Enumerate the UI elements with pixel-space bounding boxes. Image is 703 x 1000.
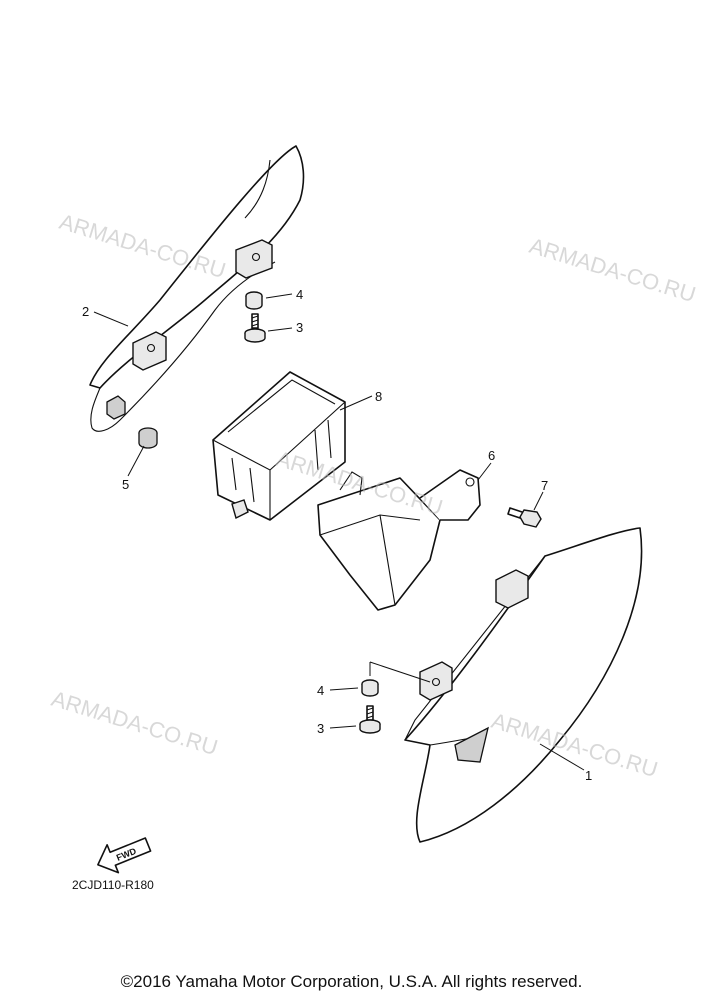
callout-1: 1 xyxy=(585,768,592,783)
part-3-bolt-lower xyxy=(359,705,381,734)
part-4-grommet-lower xyxy=(361,679,379,697)
callout-4-upper: 4 xyxy=(296,287,303,302)
part-4-grommet-upper xyxy=(245,291,263,310)
part-8-box xyxy=(212,371,346,521)
callout-5: 5 xyxy=(122,477,129,492)
leader-lines xyxy=(93,293,585,771)
diagram-code: 2CJD110-R180 xyxy=(72,878,154,892)
callout-6: 6 xyxy=(488,448,495,463)
callout-4-lower: 4 xyxy=(317,683,324,698)
part-3-bolt-upper xyxy=(244,313,266,343)
part-5-damper xyxy=(138,427,158,449)
callout-2: 2 xyxy=(82,304,89,319)
watermark-top-right: ARMADA-CO.RU xyxy=(527,233,699,307)
copyright-notice: ©2016 Yamaha Motor Corporation, U.S.A. A… xyxy=(120,972,583,991)
callout-3-lower: 3 xyxy=(317,721,324,736)
callout-8: 8 xyxy=(375,389,382,404)
callout-3-upper: 3 xyxy=(296,320,303,335)
fwd-arrow-icon: FWD xyxy=(97,837,152,874)
part-6-bracket-cover xyxy=(317,469,481,611)
watermark-bottom-left: ARMADA-CO.RU xyxy=(49,686,221,760)
part-2-left-side-cover xyxy=(89,145,305,432)
part-7-bolt xyxy=(507,507,542,528)
callout-7: 7 xyxy=(541,478,548,493)
part-1-right-side-cover xyxy=(404,527,643,843)
